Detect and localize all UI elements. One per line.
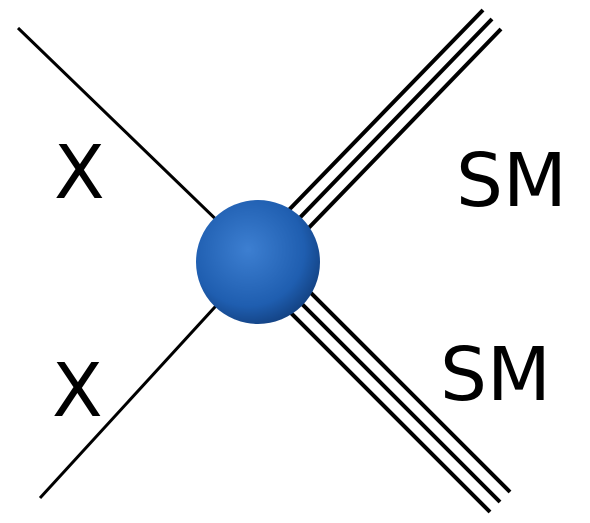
interaction-vertex [196, 200, 320, 324]
label-x-bottom: X [52, 348, 103, 434]
label-sm-top: SM [456, 138, 567, 224]
label-sm-bottom: SM [440, 332, 551, 418]
label-x-top: X [54, 130, 105, 216]
